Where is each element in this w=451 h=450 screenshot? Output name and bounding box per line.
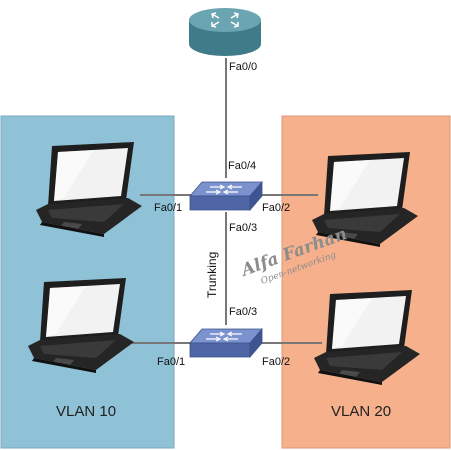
vlan-10-label: VLAN 10 — [56, 403, 116, 420]
switch-2-icon — [189, 328, 263, 358]
port-label-sw1-fa0-3: Fa0/3 — [229, 222, 257, 234]
port-label-router-fa0-0: Fa0/0 — [229, 61, 257, 73]
port-label-sw2-fa0-3: Fa0/3 — [229, 306, 257, 318]
port-label-sw2-fa0-1: Fa0/1 — [157, 356, 185, 368]
port-label-sw2-fa0-2: Fa0/2 — [262, 356, 290, 368]
port-label-sw1-fa0-4: Fa0/4 — [228, 160, 256, 172]
router-icon — [189, 8, 261, 56]
port-label-sw1-fa0-1: Fa0/1 — [154, 202, 182, 214]
trunk-label: Trunking — [205, 252, 219, 298]
vlan-20-label: VLAN 20 — [331, 403, 391, 420]
switch-1-icon — [189, 181, 263, 211]
port-label-sw1-fa0-2: Fa0/2 — [262, 202, 290, 214]
